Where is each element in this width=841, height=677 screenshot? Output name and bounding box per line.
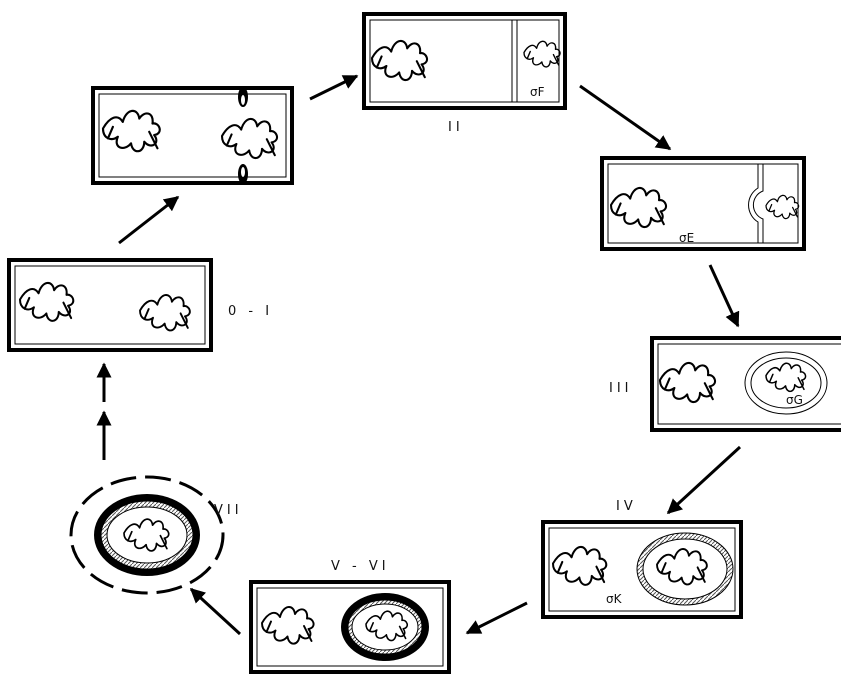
arrow-icon (579, 84, 672, 151)
chromosome-icon (18, 281, 75, 322)
forespore-core (642, 538, 728, 600)
arrow-icon (189, 587, 242, 636)
cell-outer-wall (362, 12, 567, 110)
chromosome-icon (370, 39, 429, 82)
cell-inner-membrane (607, 163, 799, 244)
engulfing-membrane (748, 164, 759, 243)
arrow-icon (118, 195, 180, 245)
chromosome-icon (551, 545, 608, 586)
stage-v-vi: V - VI (249, 559, 451, 674)
cell-outer-wall (650, 336, 841, 432)
chromosome-icon (261, 606, 315, 645)
stage-iv: σK IV (541, 499, 743, 619)
stage-septation (91, 86, 294, 185)
arrow-icon (708, 264, 740, 328)
chromosome-icon (658, 361, 717, 404)
sigma-factor-label: σF (530, 85, 545, 99)
cell-inner-membrane (369, 19, 560, 103)
forespore-chromosome-icon (523, 40, 561, 68)
stage-label: IV (616, 499, 637, 514)
cell-inner-membrane (14, 265, 206, 345)
cell-inner-membrane (657, 343, 841, 425)
cell-inner-membrane (548, 527, 736, 612)
chromosome-icon (609, 186, 668, 229)
stage-engulfment: σE (600, 156, 806, 251)
sigma-factor-label: σG (786, 393, 803, 407)
spore-core (351, 603, 419, 651)
cell-outer-wall (541, 520, 743, 619)
mother-cell-remnant (69, 475, 225, 595)
cell-outer-wall (91, 86, 294, 185)
stage-label: II (448, 120, 464, 135)
cycle-arrows (96, 74, 742, 636)
stage-label: III (609, 381, 633, 396)
cell-outer-wall (600, 156, 806, 251)
spore-core (106, 506, 188, 564)
cell-inner-membrane (98, 93, 287, 178)
forespore-chromosome-icon (765, 362, 807, 393)
cell-inner-membrane (256, 587, 444, 667)
chromosome-icon (101, 109, 161, 153)
chromosome-icon (139, 294, 191, 332)
stage-label: V - VI (331, 559, 390, 574)
chromosome-icon (220, 117, 279, 160)
sigma-factor-label: σK (606, 592, 623, 606)
arrow-icon (666, 445, 742, 515)
stage-vii: VII (69, 475, 243, 595)
cell-outer-wall (249, 580, 451, 674)
stage-iii: σG III (609, 336, 841, 432)
stage-0-i: 0 - I (7, 258, 273, 352)
stage-ii: σF II (362, 12, 567, 135)
forespore-outer-membrane (744, 351, 828, 415)
arrow-icon (309, 74, 359, 101)
stage-label: 0 - I (228, 304, 273, 319)
arrow-icon (465, 601, 528, 635)
forespore-chromosome-icon (765, 194, 800, 220)
sigma-factor-label: σE (679, 231, 694, 245)
stage-label: VII (214, 503, 243, 518)
cell-outer-wall (7, 258, 213, 352)
forespore-inner-membrane (750, 357, 822, 409)
